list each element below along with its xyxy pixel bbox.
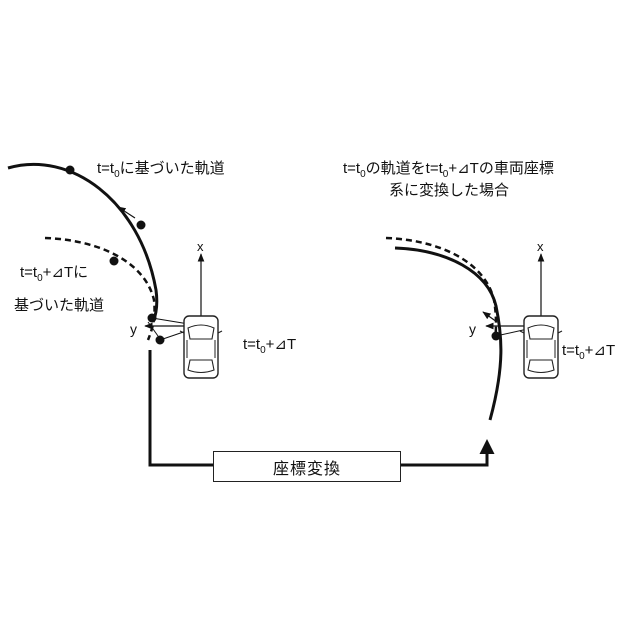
trajectory-transformed: [395, 248, 501, 420]
time-label-left: t=t0+⊿T: [243, 336, 296, 360]
label-delta-trajectory-line2: 基づいた軌道: [14, 297, 104, 315]
time-label-right: t=t0+⊿T: [562, 342, 615, 366]
trajectory-delta-dashed: [45, 238, 155, 340]
tangent-line: [148, 322, 158, 336]
axis-y-label-left: y: [130, 320, 137, 338]
axis-y-label-right: y: [469, 320, 476, 338]
label-delta-trajectory-line1: t=t0+⊿Tに: [20, 264, 88, 288]
coordinate-transform-label: 座標変換: [273, 455, 341, 479]
right-title-line1: t=t0の軌道をt=t0+⊿Tの車両座標: [343, 160, 554, 184]
trajectory-point: [137, 221, 146, 230]
trajectory-delta-dashed-right: [386, 238, 496, 340]
axis-x-label-right: x: [537, 238, 544, 256]
trajectory-point: [110, 257, 119, 266]
car-icon: [180, 316, 222, 378]
right-title-line2: 系に変換した場合: [389, 182, 509, 200]
car-icon: [520, 316, 562, 378]
trajectory-point: [66, 166, 75, 175]
label-original-trajectory: t=t0に基づいた軌道: [97, 160, 225, 184]
coordinate-transform-box: 座標変換: [213, 451, 401, 482]
axis-x-label-left: x: [197, 238, 204, 256]
